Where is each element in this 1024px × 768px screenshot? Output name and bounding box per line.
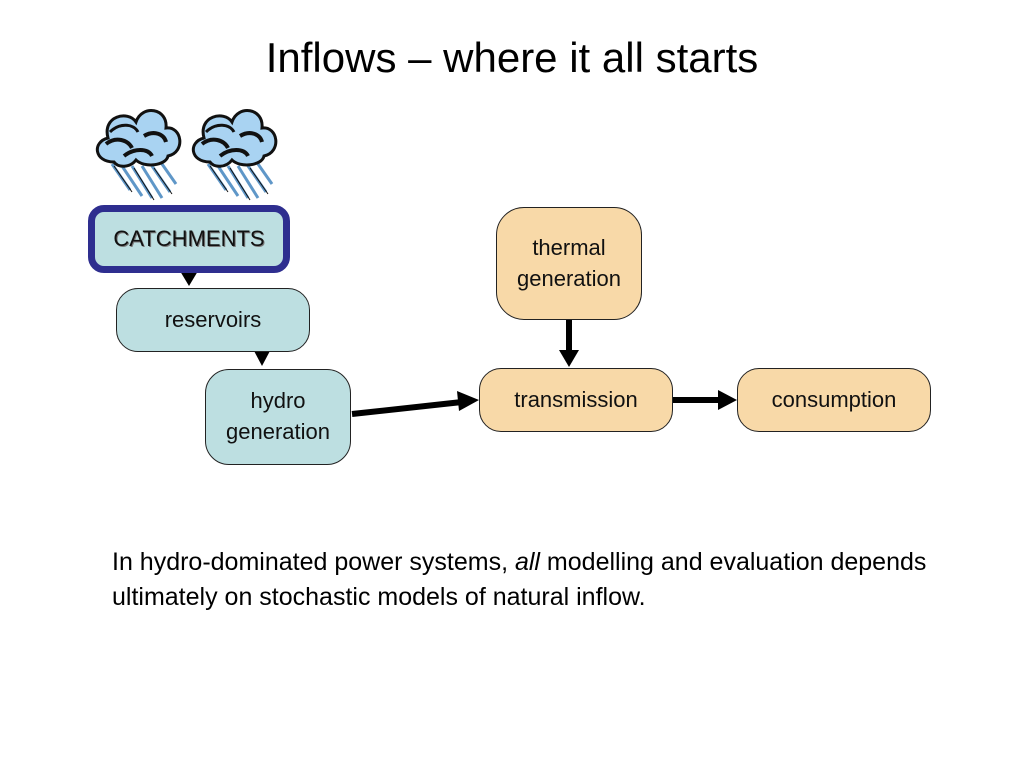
transmission-label: transmission xyxy=(514,386,638,412)
hydro-label-line2: generation xyxy=(226,419,330,444)
arrow-reservoirs-to-hydro xyxy=(253,349,271,366)
arrowhead-hydro-to-transmission xyxy=(457,391,479,411)
caption-part1: In hydro-dominated power systems, xyxy=(112,548,515,576)
arrowhead-thermal-to-transmission xyxy=(559,350,579,367)
hydro-generation-node: hydro generation xyxy=(205,369,351,465)
thermal-label-line2: generation xyxy=(517,265,621,291)
transmission-node: transmission xyxy=(479,368,673,432)
hydro-label-line1: hydro xyxy=(250,388,306,414)
catchments-node: CATCHMENTS xyxy=(88,205,290,273)
arrowhead-transmission-to-consumption xyxy=(718,390,737,410)
consumption-label: consumption xyxy=(771,386,897,412)
caption-text: In hydro-dominated power systems, all mo… xyxy=(112,545,952,614)
reservoirs-node: reservoirs xyxy=(116,288,310,352)
catchments-label: CATCHMENTS xyxy=(113,225,265,251)
rain-cloud-icon xyxy=(95,108,182,202)
arrow-hydro-to-transmission xyxy=(351,399,463,417)
thermal-generation-node: thermal generation xyxy=(496,207,642,320)
consumption-node: consumption xyxy=(737,368,931,432)
slide-title: Inflows – where it all starts xyxy=(265,34,759,81)
caption-part2: modelling and evaluation depends ultimat… xyxy=(112,548,927,611)
caption-emphasis: all xyxy=(514,548,540,576)
reservoirs-label: reservoirs xyxy=(164,306,262,332)
thermal-label-line1: thermal xyxy=(532,234,606,260)
arrow-catchments-to-reservoirs xyxy=(180,271,198,286)
rain-cloud-icon xyxy=(191,108,278,202)
